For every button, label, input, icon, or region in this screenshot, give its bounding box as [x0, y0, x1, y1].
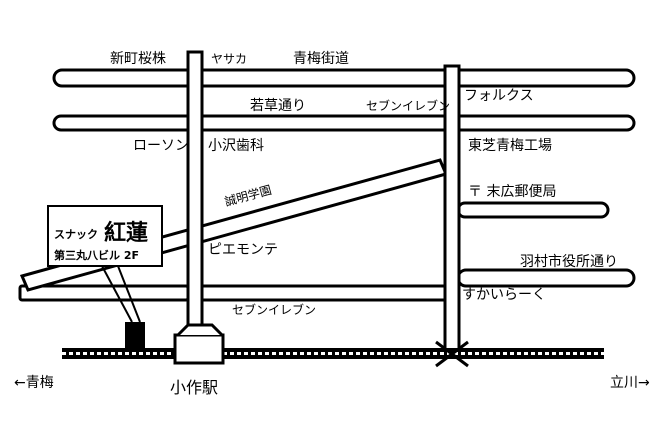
label-to-tachikawa: 立川→	[610, 375, 650, 391]
road-south-lower	[199, 284, 448, 302]
store-name: 紅蓮	[104, 220, 148, 246]
label-to-ome: ←青梅	[14, 375, 54, 391]
label-suehiro-post: 〒 末広郵便局	[468, 184, 556, 200]
label-yasaka: ヤサカ	[211, 52, 247, 66]
store-pointer	[117, 265, 141, 323]
label-toshiba-ome: 東芝青梅工場	[468, 138, 552, 154]
store-building: 第三丸八ビル 2F	[54, 248, 139, 262]
label-piemonte: ピエモンテ	[208, 242, 278, 258]
label-seven-eleven-2: セブンイレブン	[232, 302, 316, 317]
railway	[62, 348, 604, 359]
label-ozawa-dental: 小沢歯科	[208, 138, 264, 154]
station-building	[173, 333, 225, 365]
label-lawson: ローソン	[133, 138, 189, 154]
store-callout	[47, 205, 163, 267]
label-seimei-gakuen: 誠明学園	[223, 182, 273, 209]
road-west-lower	[18, 284, 190, 302]
road-yasaka	[186, 50, 204, 354]
label-seven-eleven-1: セブンイレブン	[366, 98, 450, 113]
road-ome-kaido	[52, 68, 636, 88]
label-ome-kaido: 青梅街道	[293, 51, 349, 67]
label-shinmachi-sakura: 新町桜株	[110, 51, 166, 67]
road-suehiro	[456, 201, 610, 219]
road-hamura-city-hall	[456, 268, 636, 288]
railroad-crossing	[435, 340, 469, 368]
label-ozaku-station: 小作駅	[170, 378, 218, 397]
store-pointer	[101, 265, 133, 323]
label-sukairaku: すかいらーく	[462, 287, 546, 303]
label-folks: フォルクス	[464, 88, 534, 104]
road-wakakusa-dori	[52, 114, 636, 132]
store-prefix: スナック	[54, 228, 98, 241]
label-wakakusa-dori: 若草通り	[250, 98, 306, 114]
label-hamura-city-hall: 羽村市役所通り	[520, 253, 618, 270]
station-roof	[176, 323, 224, 337]
store-marker	[125, 322, 145, 352]
